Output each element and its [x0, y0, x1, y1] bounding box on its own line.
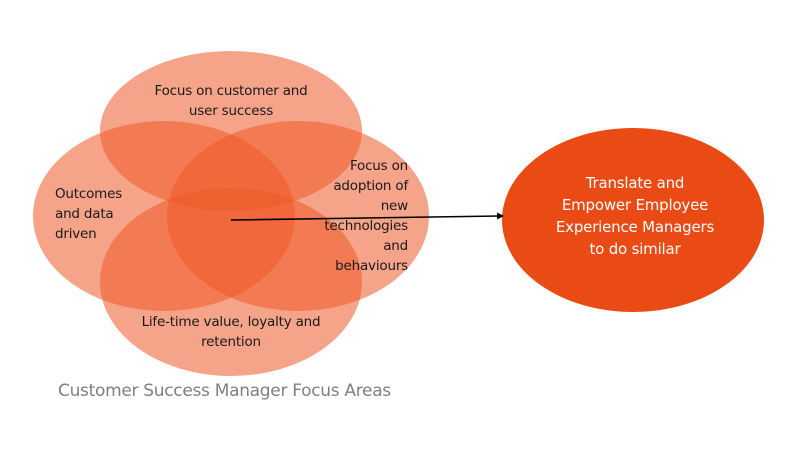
label-line: retention [201, 334, 261, 350]
label-line: Life-time value, loyalty and [141, 314, 321, 330]
caption: Customer Success Manager Focus Areas [58, 381, 391, 401]
goal-label: Translate and Empower Employee Experienc… [530, 172, 740, 260]
label-line: Focus on [349, 158, 408, 174]
label-line: and [383, 238, 408, 254]
label-adoption: Focus on adoption of new technologies an… [290, 156, 408, 276]
goal-ellipse [502, 128, 764, 312]
label-line: user success [188, 103, 274, 119]
goal-line: Translate and [585, 174, 685, 192]
goal-line: Empower Employee [561, 196, 709, 214]
label-line: adoption of [333, 178, 408, 194]
label-customer-success: Focus on customer and user success [131, 81, 331, 121]
label-lifetime-value: Life-time value, loyalty and retention [111, 312, 351, 352]
label-line: technologies [324, 218, 408, 234]
arrow-head-icon [497, 212, 504, 220]
label-line: and data [55, 206, 114, 222]
label-line: driven [55, 226, 97, 242]
arrow [230, 212, 504, 221]
arrow-line [230, 215, 500, 221]
goal-line: to do similar [589, 240, 681, 258]
label-line: Focus on customer and [154, 83, 308, 99]
label-line: behaviours [335, 258, 408, 274]
label-line: new [380, 198, 409, 214]
venn-circle-bottom [100, 188, 362, 376]
venn-group [33, 51, 429, 376]
label-line: Outcomes [55, 186, 123, 202]
label-outcomes: Outcomes and data driven [55, 184, 122, 244]
goal-line: Experience Managers [555, 218, 715, 236]
